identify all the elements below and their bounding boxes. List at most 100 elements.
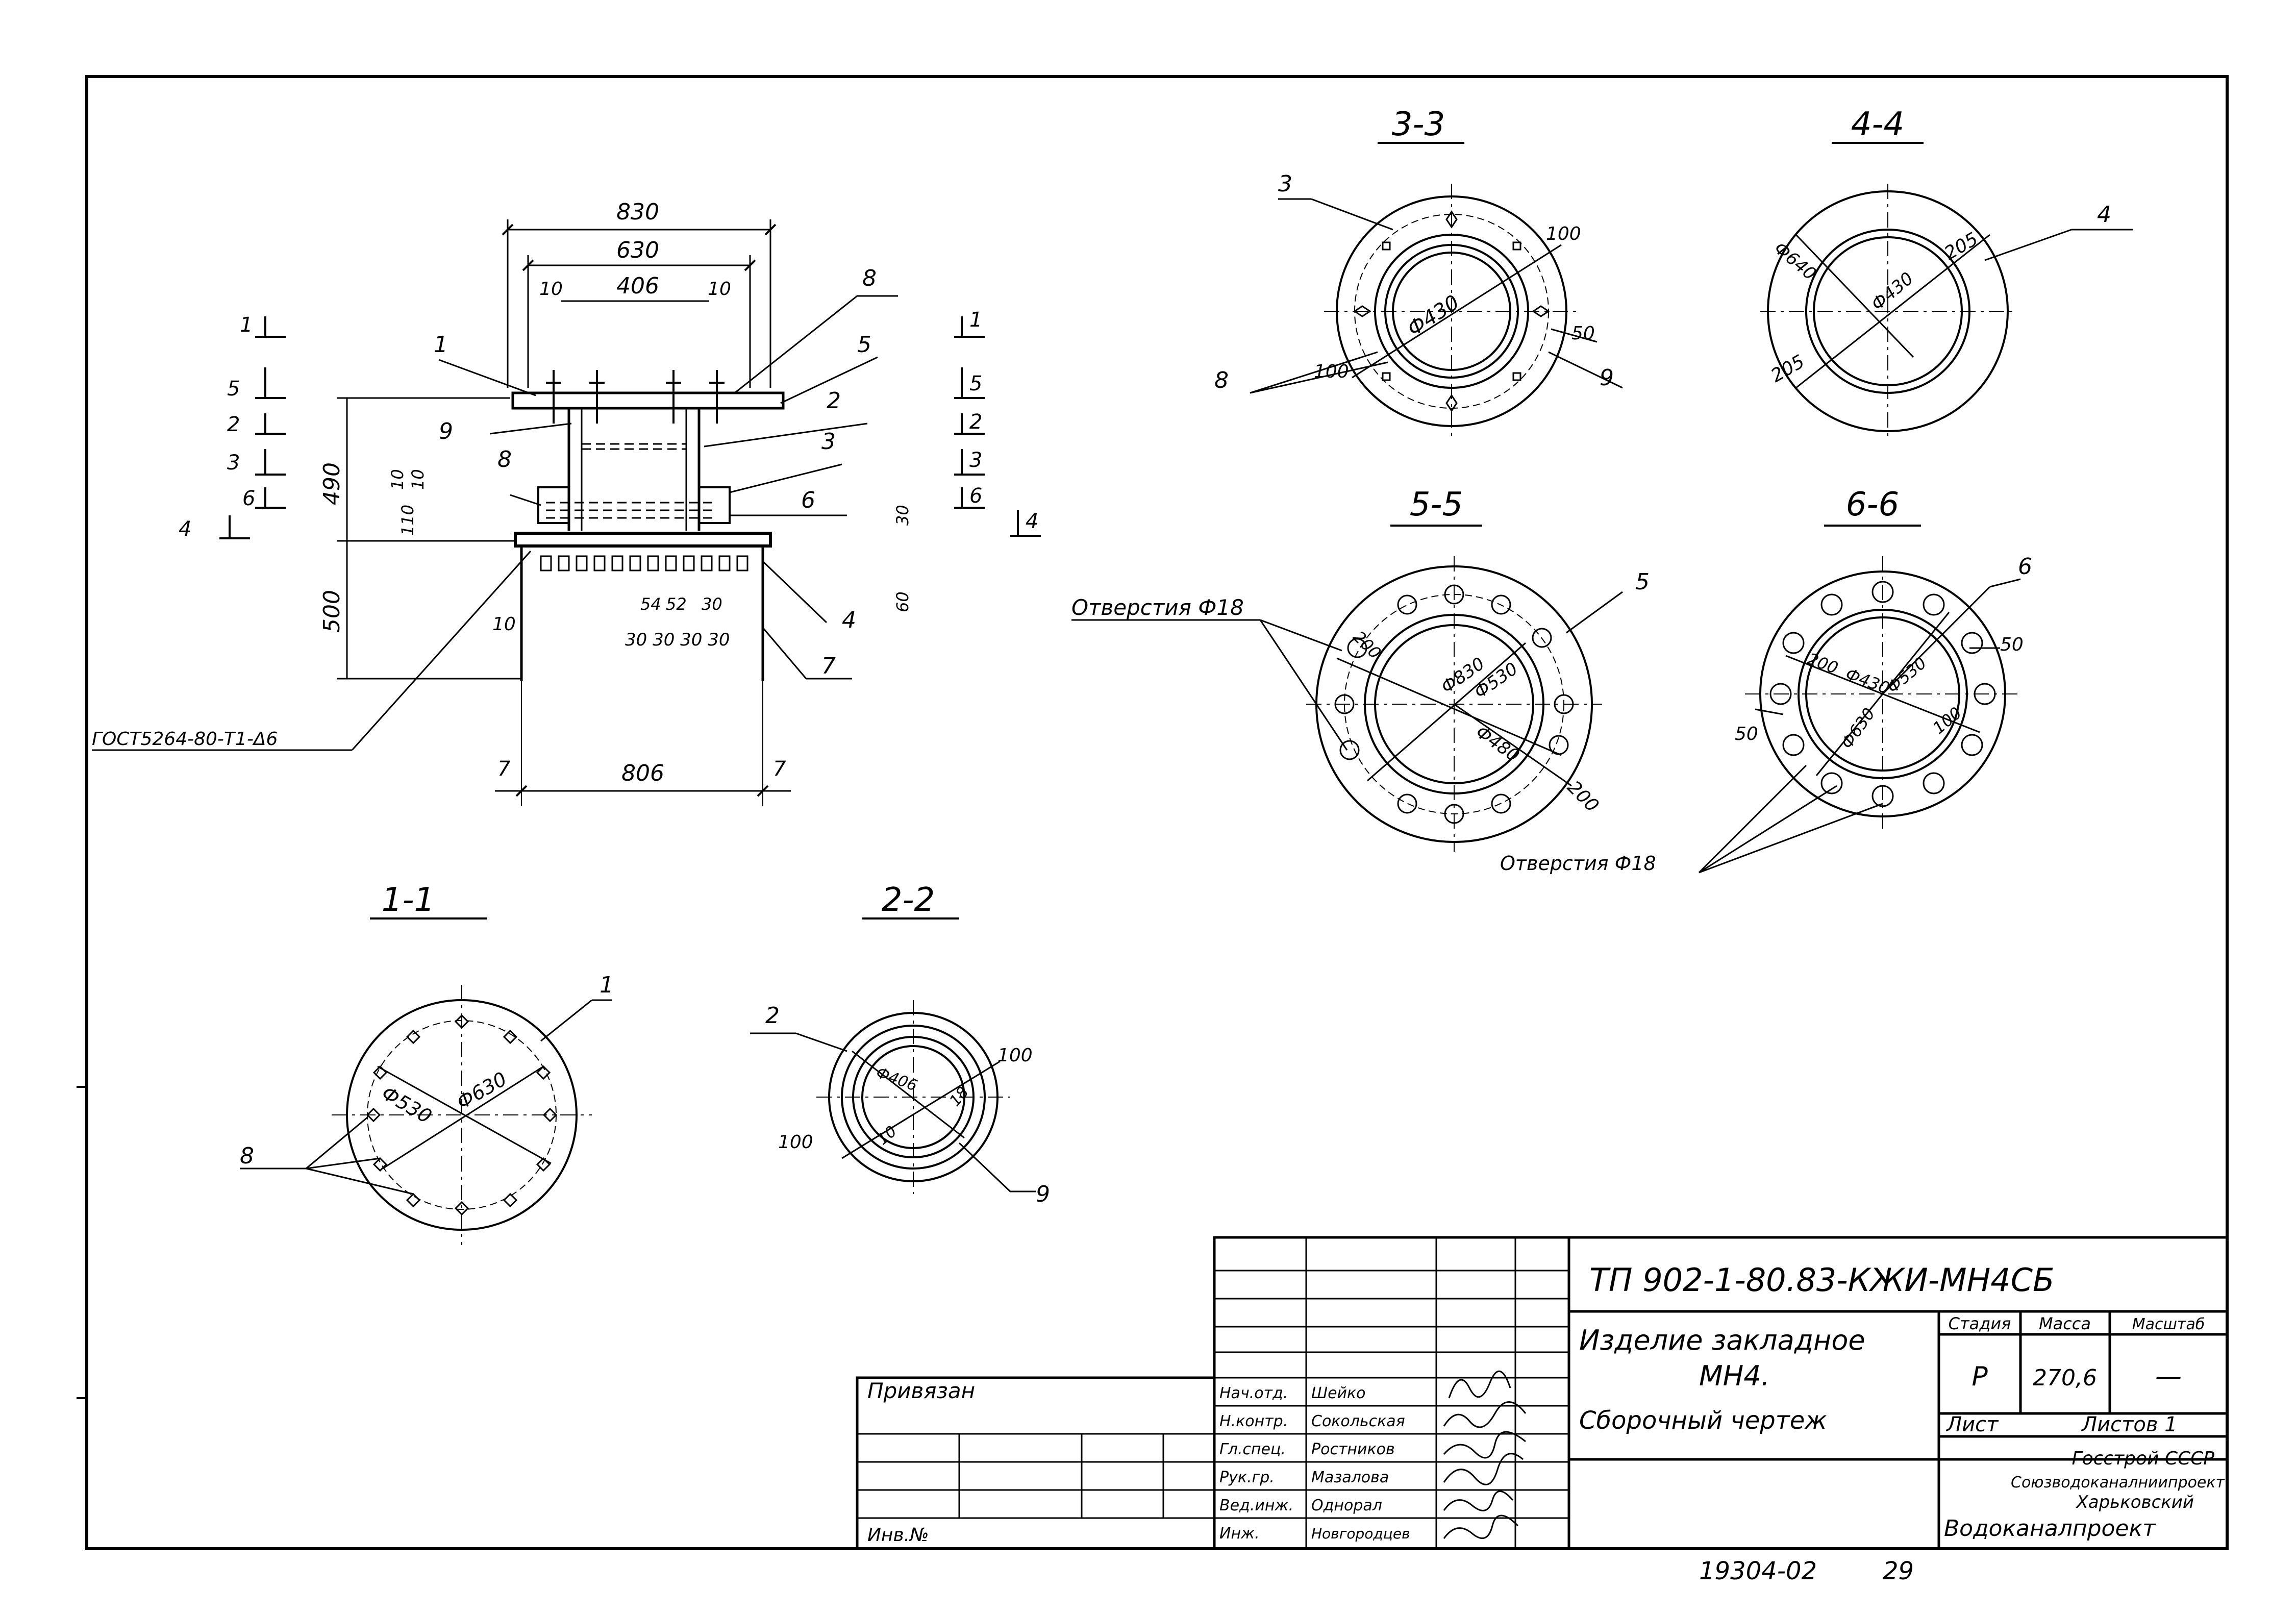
section-title-5-5: 5-5	[1410, 486, 1463, 524]
signer-role-3: Гл.спец.	[1219, 1440, 1286, 1458]
dim-50-66-a: 50	[2000, 634, 2024, 655]
dim-640-44: Ф640	[1770, 238, 1820, 284]
org-line2: Союзводоканалниипроект	[2011, 1474, 2226, 1492]
dim-10-e: 10	[492, 614, 516, 635]
part-3-label: 3	[821, 429, 836, 455]
part-5-label-55: 5	[1635, 569, 1650, 595]
dim-500: 500	[319, 590, 345, 633]
section-title-2-2: 2-2	[882, 881, 935, 919]
col-mass: Масса	[2039, 1314, 2091, 1333]
section-1-1: 1-1 1 8 Ф530 Ф630	[240, 881, 614, 1245]
signer-name-1: Шейко	[1311, 1384, 1366, 1402]
dimension-lines	[337, 219, 791, 792]
part-2-label: 2	[827, 388, 841, 414]
cut-1-right: 1	[969, 308, 982, 332]
cut-6-left: 6	[242, 487, 255, 510]
section-5-5: 5-5 Отверстия Ф18 5	[1071, 486, 1650, 852]
cut-2-left: 2	[227, 413, 240, 436]
dim-490: 490	[319, 462, 345, 505]
holes-label-66: Отверстия Ф18	[1500, 852, 1656, 875]
cut-3-right: 3	[969, 449, 982, 472]
cut-5-left: 5	[227, 377, 240, 401]
item-name-line2: МН4.	[1699, 1360, 1770, 1392]
dim-430-33: Ф430	[1403, 290, 1463, 341]
dim-100-22-a: 100	[997, 1045, 1033, 1066]
anchor-row	[540, 555, 748, 572]
part-8-label-11: 8	[240, 1143, 254, 1169]
part-9-label-33: 9	[1600, 365, 1614, 391]
item-name-line3: Сборочный чертеж	[1579, 1406, 1827, 1435]
part-3-label-33: 3	[1278, 171, 1292, 197]
signer-role-1: Нач.отд.	[1219, 1384, 1288, 1402]
title-block: ТП 902-1-80.83-КЖИ-МН4СБ Изделие закладн…	[856, 1236, 2229, 1550]
hidden-rings	[546, 443, 714, 519]
section-title-1-1: 1-1	[382, 881, 435, 919]
signature-scribbles	[1443, 1371, 1527, 1539]
dim-ticks	[502, 223, 777, 797]
dim-18-22: 18	[946, 1083, 972, 1110]
section-3-3: 3-3 3 8 9 Ф430 100 100 50	[1214, 106, 1623, 439]
dim-10-d: 10	[408, 469, 428, 490]
dim-205-44-b: 205	[1767, 351, 1808, 387]
dim-7-right: 7	[773, 757, 786, 781]
bolts-top	[546, 370, 725, 424]
section-2-2: 2-2 2 9 100 100 Ф406 10 18	[750, 881, 1050, 1207]
dim-52: 52	[666, 594, 687, 614]
col-scale: Масштаб	[2132, 1315, 2205, 1333]
page-number: 29	[1883, 1557, 1914, 1585]
signer-name-3: Ростников	[1311, 1440, 1395, 1458]
inv-label: Инв.№	[867, 1525, 929, 1546]
part-9-label-22: 9	[1036, 1181, 1050, 1207]
cut-6-right: 6	[969, 484, 982, 508]
org-line1: Госстрой СССР	[2072, 1448, 2215, 1469]
dim-60: 60	[893, 591, 912, 612]
dim-530-11: Ф530	[378, 1082, 436, 1128]
org-line4: Водоканалпроект	[1944, 1515, 2156, 1542]
part-6-label-66: 6	[2018, 554, 2032, 580]
section-4-4: 4-4 4 Ф640 Ф430 205 205	[1760, 106, 2133, 439]
signer-role-6: Инж.	[1219, 1525, 1260, 1543]
part-4-label-44: 4	[2097, 202, 2111, 228]
dim-10-right: 10	[708, 279, 731, 300]
part-1-label-11: 1	[600, 972, 614, 998]
mid-flange-left	[537, 486, 570, 524]
col-stage: Стадия	[1949, 1314, 2011, 1333]
signer-name-4: Мазалова	[1311, 1469, 1389, 1486]
dim-100-33-a: 100	[1546, 223, 1581, 244]
cut-4-right: 4	[1026, 510, 1038, 533]
dim-50-33: 50	[1571, 323, 1595, 344]
dim-10-c: 10	[388, 469, 407, 490]
dim-30-series: 30 30 30 30	[625, 630, 730, 650]
signer-name-6: Новгородцев	[1311, 1525, 1410, 1542]
sheet-label: Лист	[1945, 1413, 1999, 1436]
signer-role-4: Рук.гр.	[1219, 1469, 1275, 1486]
dim-406-22: Ф406	[874, 1064, 919, 1095]
dim-10-left: 10	[539, 279, 563, 300]
part-8-label-top: 8	[862, 265, 877, 291]
part-6-label: 6	[801, 487, 815, 513]
signer-role-5: Вед.инж.	[1219, 1497, 1293, 1514]
top-plate	[511, 391, 785, 410]
part-5-label: 5	[857, 332, 871, 358]
section-6-6: 6-6 Отверстия Ф18	[1500, 486, 2032, 875]
part-8-label-mid: 8	[497, 446, 512, 473]
dim-200-55-b: 200	[1563, 777, 1603, 816]
dim-830: 830	[616, 199, 659, 225]
dim-30-a: 30	[893, 505, 912, 526]
dim-54: 54	[640, 594, 661, 614]
part-4-label: 4	[842, 607, 856, 633]
part-2-label-22: 2	[765, 1003, 780, 1029]
mid-flange-right	[698, 486, 731, 524]
doc-code: ТП 902-1-80.83-КЖИ-МН4СБ	[1589, 1261, 2055, 1299]
section-title-4-4: 4-4	[1851, 106, 1905, 143]
dim-100-66: 100	[1929, 703, 1965, 738]
privyazan-label: Привязан	[867, 1378, 975, 1403]
cut-2-right: 2	[969, 410, 982, 434]
dim-480-55: Ф480	[1472, 722, 1523, 766]
dim-7-left: 7	[497, 757, 511, 781]
dim-30-c: 30	[702, 594, 722, 614]
org-line3: Харьковский	[2075, 1492, 2194, 1512]
leaders	[92, 295, 898, 751]
dim-100-22-b: 100	[778, 1132, 813, 1153]
